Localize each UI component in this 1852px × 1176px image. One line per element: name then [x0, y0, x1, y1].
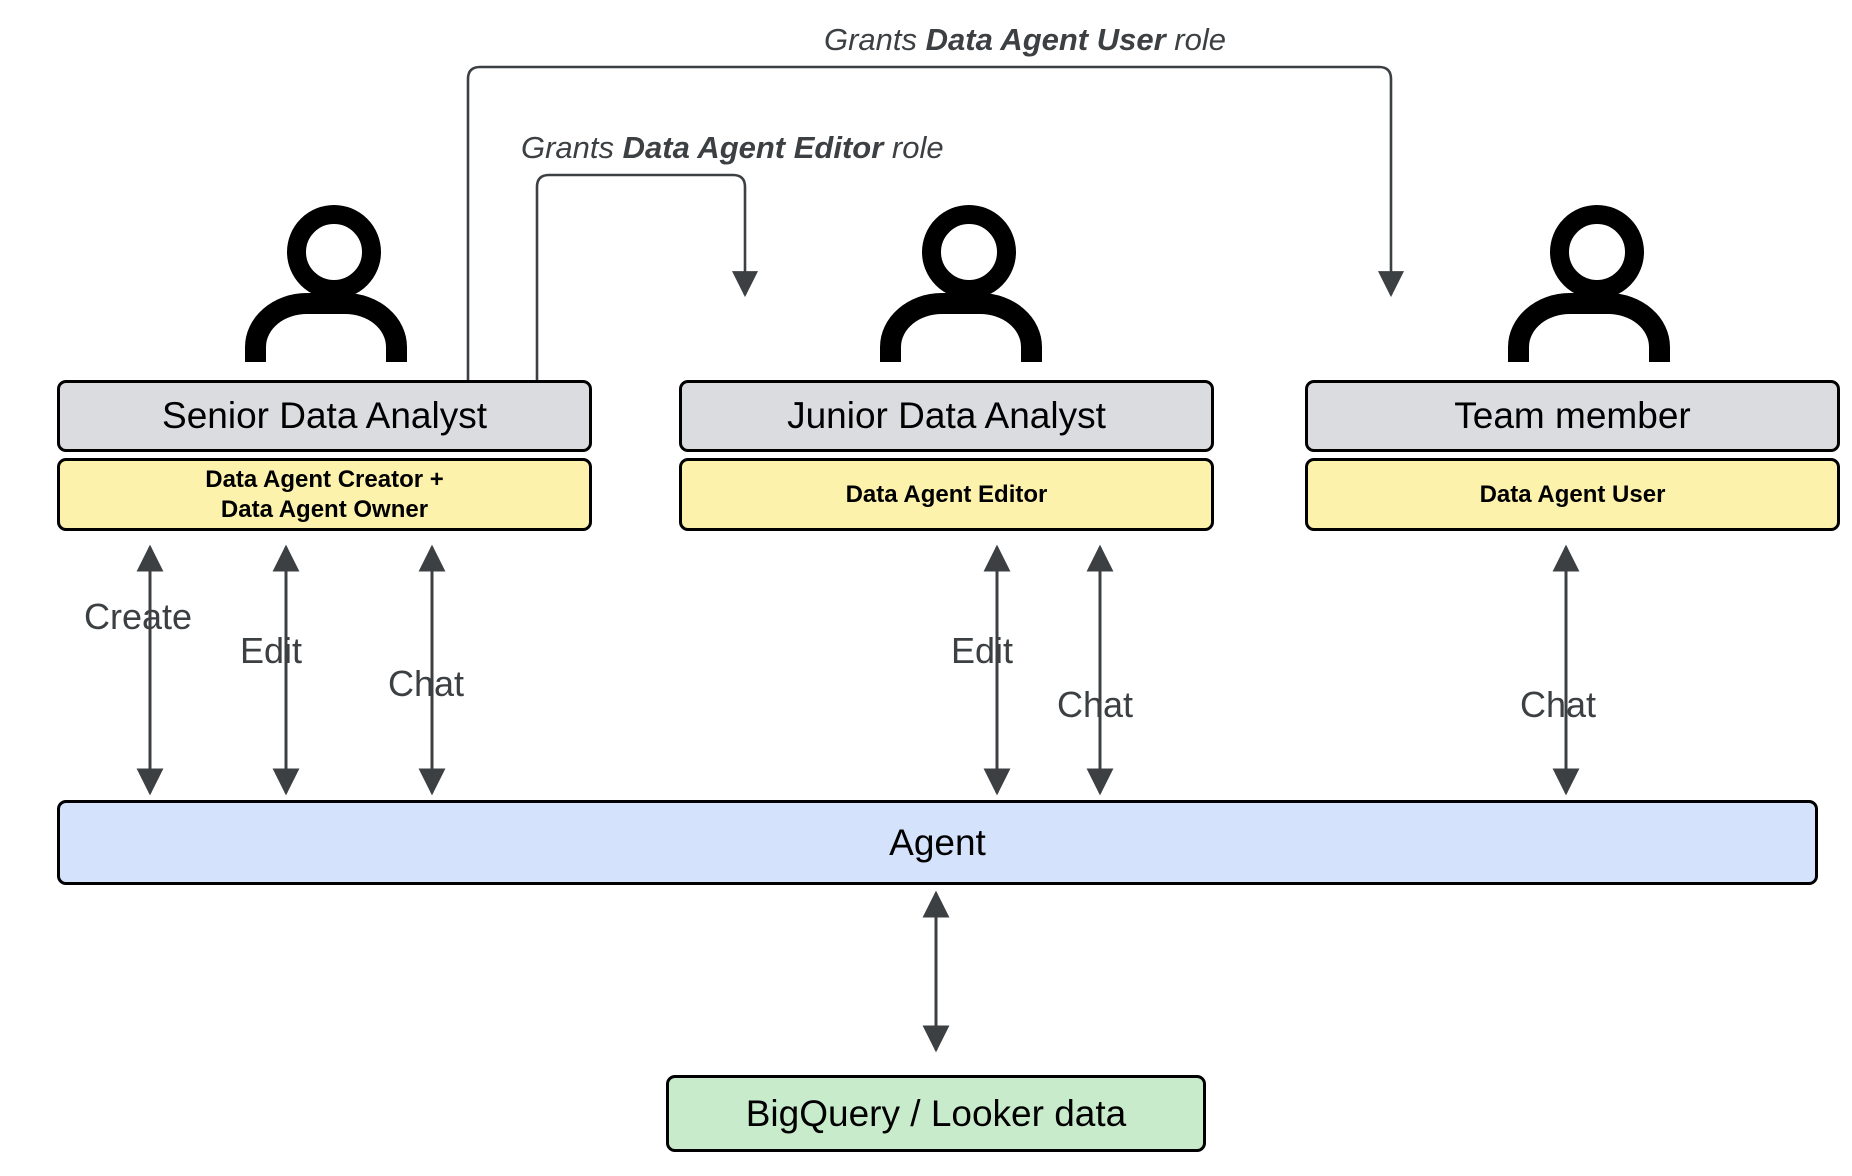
grant-user-suffix: role	[1165, 22, 1226, 57]
permission-line-1: Data Agent Creator +	[205, 466, 444, 494]
action-label-senior-edit: Edit	[240, 630, 303, 671]
person-icon-junior-data-analyst	[880, 205, 1042, 362]
grant-editor-prefix: Grants	[521, 130, 623, 165]
person-icon-senior-data-analyst	[245, 205, 407, 362]
permission-line-1: Data Agent User	[1479, 480, 1666, 508]
action-label-junior-chat: Chat	[1057, 684, 1134, 725]
person-head-icon	[287, 205, 381, 299]
persona-permission-junior-data-analyst[interactable]: Data Agent Editor	[679, 458, 1214, 531]
grant-editor-role: Data Agent Editor	[622, 130, 884, 165]
agent-node[interactable]: Agent	[57, 800, 1818, 885]
grant-user-prefix: Grants	[824, 22, 926, 57]
grant-user-label: Grants Data Agent User role	[824, 22, 1226, 58]
persona-permission-team-member[interactable]: Data Agent User	[1305, 458, 1840, 531]
permission-line-2: Data Agent Owner	[220, 495, 429, 523]
person-shoulders-icon	[880, 293, 1042, 362]
grant-editor-suffix: role	[883, 130, 944, 165]
agent-label: Agent	[889, 821, 986, 863]
persona-title-team-member[interactable]: Team member	[1305, 380, 1840, 452]
person-shoulders-icon	[1508, 293, 1670, 362]
grant-user-role: Data Agent User	[925, 22, 1166, 57]
persona-title-label: Senior Data Analyst	[162, 395, 487, 436]
person-shoulders-icon	[245, 293, 407, 362]
person-icon-team-member	[1508, 205, 1670, 362]
action-label-senior-chat: Chat	[388, 663, 465, 704]
persona-permission-senior-data-analyst[interactable]: Data Agent Creator + Data Agent Owner	[57, 458, 592, 531]
grant-editor-label: Grants Data Agent Editor role	[521, 130, 944, 166]
action-label-senior-create: Create	[84, 596, 193, 637]
grant-editor-connector	[535, 173, 758, 380]
persona-title-junior-data-analyst[interactable]: Junior Data Analyst	[679, 380, 1214, 452]
persona-title-senior-data-analyst[interactable]: Senior Data Analyst	[57, 380, 592, 452]
permission-line-1: Data Agent Editor	[845, 480, 1048, 508]
persona-title-label: Junior Data Analyst	[787, 395, 1106, 436]
action-label-junior-edit: Edit	[951, 630, 1014, 671]
person-head-icon	[1550, 205, 1644, 299]
persona-title-label: Team member	[1454, 395, 1691, 436]
person-head-icon	[922, 205, 1016, 299]
action-label-team-chat: Chat	[1520, 684, 1597, 725]
datasource-node[interactable]: BigQuery / Looker data	[666, 1075, 1206, 1152]
datasource-label: BigQuery / Looker data	[745, 1092, 1127, 1134]
